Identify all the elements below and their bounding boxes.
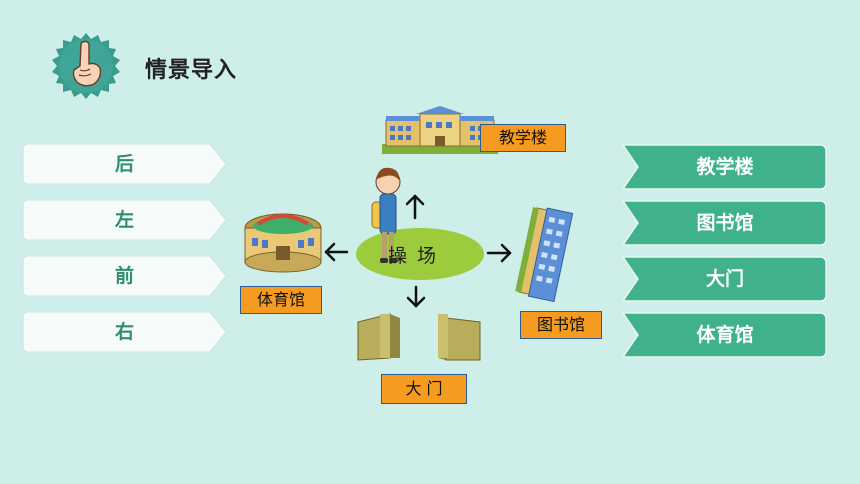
playground-label: 操 场 xyxy=(388,245,439,267)
left-tag-label: 右 xyxy=(114,321,134,343)
campus-map xyxy=(244,106,574,361)
left-tag-label: 左 xyxy=(114,209,134,231)
right-tag-gym[interactable]: 体育馆 xyxy=(622,312,828,358)
gate-pillars-icon xyxy=(357,313,481,361)
label-teaching-building: 教学楼 xyxy=(480,124,566,152)
header-badge xyxy=(50,30,122,102)
pointing-hand-icon xyxy=(52,33,120,99)
right-tag-label: 大门 xyxy=(705,268,744,290)
label-library: 图书馆 xyxy=(520,311,602,339)
left-tag-right[interactable]: 右 xyxy=(22,311,227,353)
right-tag-library[interactable]: 图书馆 xyxy=(622,200,828,246)
label-gate: 大 门 xyxy=(381,374,467,404)
left-tag-back[interactable]: 后 xyxy=(22,143,227,185)
gym-stadium-icon xyxy=(244,213,322,273)
playground-ellipse xyxy=(356,228,484,280)
library-building-icon xyxy=(515,207,574,303)
student-figure-icon xyxy=(371,167,401,263)
label-gym: 体育馆 xyxy=(240,286,322,314)
left-tag-left[interactable]: 左 xyxy=(22,199,227,241)
left-tag-front[interactable]: 前 xyxy=(22,255,227,297)
right-tag-gate[interactable]: 大门 xyxy=(622,256,828,302)
teaching-building-icon xyxy=(382,106,498,154)
right-tag-label: 教学楼 xyxy=(696,156,754,178)
left-tag-label: 后 xyxy=(114,153,134,175)
right-tag-label: 体育馆 xyxy=(696,324,754,346)
right-tag-label: 图书馆 xyxy=(696,212,754,234)
right-tag-teaching-building[interactable]: 教学楼 xyxy=(622,144,828,190)
page-title: 情景导入 xyxy=(145,58,238,83)
left-tag-label: 前 xyxy=(114,265,134,287)
direction-arrows xyxy=(324,194,512,308)
